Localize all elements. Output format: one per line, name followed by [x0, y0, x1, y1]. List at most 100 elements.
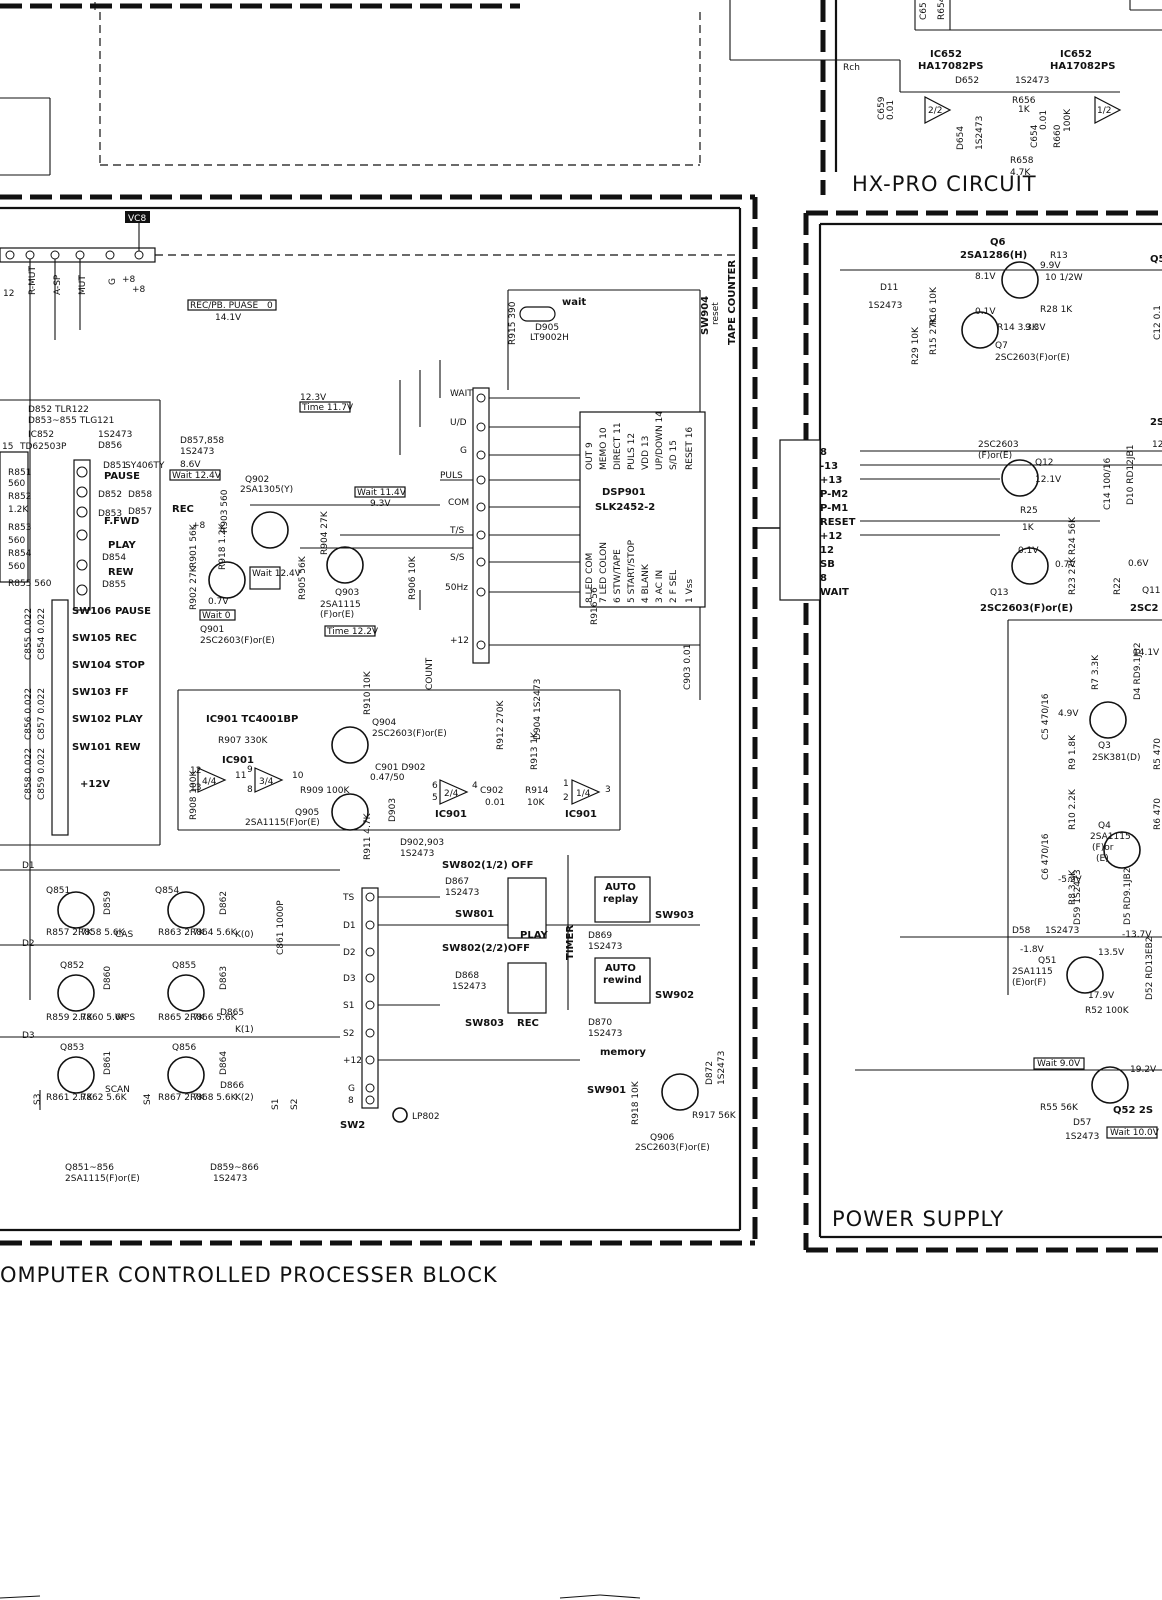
svg-text:R5 470: R5 470	[1153, 738, 1162, 770]
svg-text:S/D 15: S/D 15	[669, 440, 679, 470]
svg-text:0.01: 0.01	[886, 100, 896, 120]
svg-text:2S: 2S	[1150, 417, 1162, 428]
svg-text:R868 5.6K: R868 5.6K	[190, 1093, 238, 1103]
dsp901-chip: DSP901 SLK2452-2 OUT 9 MEMO 10 DIRECT 11…	[579, 411, 706, 625]
svg-text:2SA1115: 2SA1115	[320, 600, 361, 610]
svg-text:1S2473: 1S2473	[213, 1174, 247, 1184]
svg-text:10 1/2W: 10 1/2W	[1045, 273, 1083, 283]
processor-block-title: OMPUTER CONTROLLED PROCESSER BLOCK	[0, 1263, 498, 1287]
svg-text:P-M1: P-M1	[820, 503, 848, 514]
svg-text:SW803: SW803	[465, 1018, 504, 1029]
sw904-label: SW904	[700, 296, 711, 335]
svg-text:R865 2.7K: R865 2.7K	[158, 1013, 206, 1023]
svg-text:FF: FF	[115, 687, 129, 698]
svg-text:2SA1115: 2SA1115	[1012, 967, 1053, 977]
q904-transistor-icon	[331, 726, 369, 764]
svg-text:C854 0.022: C854 0.022	[37, 608, 47, 660]
svg-text:Wait 11.4V: Wait 11.4V	[357, 488, 407, 498]
lamp-lp802-icon	[392, 1107, 408, 1123]
svg-text:D58: D58	[1012, 926, 1031, 936]
svg-text:8: 8	[820, 573, 827, 584]
svg-text:9: 9	[247, 765, 253, 775]
dsp901-body	[579, 411, 706, 608]
svg-text:memory: memory	[600, 1047, 646, 1058]
svg-text:14.1V: 14.1V	[1133, 648, 1160, 658]
svg-text:12.3V: 12.3V	[300, 393, 327, 403]
svg-text:LP802: LP802	[412, 1112, 440, 1122]
top-left-region	[0, 2, 701, 176]
svg-text:Q851: Q851	[46, 886, 70, 896]
svg-text:D654: D654	[956, 126, 966, 150]
svg-text:R15 27K: R15 27K	[929, 316, 939, 355]
svg-text:8.6V: 8.6V	[180, 460, 201, 470]
svg-text:D1: D1	[343, 921, 356, 931]
svg-text:REC: REC	[115, 633, 137, 644]
svg-text:2SC2603(F)or(E): 2SC2603(F)or(E)	[980, 603, 1073, 614]
q7-transistor-icon	[961, 311, 999, 349]
svg-text:R909 100K: R909 100K	[300, 786, 350, 796]
svg-text:D857,858: D857,858	[180, 436, 224, 446]
svg-text:0.47/50: 0.47/50	[370, 773, 405, 783]
svg-text:7 LED COLON: 7 LED COLON	[599, 542, 609, 603]
svg-text:OUT 9: OUT 9	[585, 442, 595, 470]
svg-text:D902,903: D902,903	[400, 838, 444, 848]
svg-text:3: 3	[605, 785, 611, 795]
svg-text:8: 8	[348, 1096, 354, 1106]
svg-text:D859: D859	[103, 891, 113, 915]
svg-text:D855: D855	[102, 580, 126, 590]
svg-text:+12: +12	[820, 531, 842, 542]
svg-text:C65: C65	[919, 2, 929, 20]
svg-text:0.01: 0.01	[485, 798, 505, 808]
svg-text:Q12: Q12	[1035, 458, 1054, 468]
svg-text:Q856: Q856	[172, 1043, 197, 1053]
svg-text:R864 5.6K: R864 5.6K	[190, 928, 238, 938]
svg-text:R24 56K: R24 56K	[1068, 516, 1078, 555]
svg-text:1S2473: 1S2473	[717, 1051, 727, 1085]
svg-text:R901 56K: R901 56K	[189, 523, 199, 568]
svg-text:D853: D853	[98, 509, 122, 519]
svg-text:SCAN: SCAN	[105, 1085, 130, 1095]
svg-text:WPS: WPS	[115, 1013, 135, 1023]
svg-text:D904 1S2473: D904 1S2473	[533, 679, 543, 740]
svg-text:R903 560: R903 560	[220, 489, 230, 533]
svg-text:R7 3.3K: R7 3.3K	[1091, 654, 1101, 690]
key-matrix: D1 D2 D3 S3 S4 Q851 D859 R857 2.7K R858 …	[0, 861, 340, 1184]
svg-text:C858 0.022: C858 0.022	[24, 748, 34, 800]
svg-text:2: 2	[563, 793, 569, 803]
svg-text:Wait 12.4V: Wait 12.4V	[172, 471, 222, 481]
tape-counter-label: TAPE COUNTER	[727, 260, 738, 345]
svg-text:1/4: 1/4	[576, 789, 591, 799]
svg-text:D862: D862	[219, 891, 229, 915]
svg-text:6 STW/TAPE: 6 STW/TAPE	[613, 549, 623, 603]
svg-text:R904 27K: R904 27K	[320, 510, 330, 555]
svg-text:AUTO: AUTO	[605, 882, 636, 893]
svg-text:LT9002H: LT9002H	[530, 333, 569, 343]
svg-text:1S2473: 1S2473	[452, 982, 486, 992]
svg-text:14.1V: 14.1V	[215, 313, 242, 323]
svg-text:D852: D852	[98, 490, 122, 500]
svg-text:Q851~856: Q851~856	[65, 1163, 114, 1173]
svg-text:REC: REC	[172, 504, 194, 515]
svg-text:R660: R660	[1053, 124, 1063, 148]
svg-text:Wait 12.4V: Wait 12.4V	[252, 569, 302, 579]
svg-text:IC901: IC901	[435, 809, 467, 820]
svg-text:-1.8V: -1.8V	[1020, 945, 1045, 955]
svg-text:C659: C659	[877, 96, 887, 120]
svg-text:D870: D870	[588, 1018, 612, 1028]
svg-text:SW802(2/2)OFF: SW802(2/2)OFF	[442, 943, 530, 954]
svg-text:D903: D903	[388, 798, 398, 822]
svg-text:REW: REW	[115, 742, 141, 753]
sw2-body	[361, 887, 379, 1109]
svg-text:+13: +13	[820, 475, 842, 486]
wait-led-area: wait D905 LT9002H R915 390 SW904 reset	[507, 289, 721, 700]
bus-connector: WAIT U/D G PULS COM T/S S/S 50Hz +12 COU…	[299, 360, 700, 690]
svg-text:D860: D860	[103, 966, 113, 990]
sw2-connector: TS D1 D2 D3 S1 S2 +12 G 8 SW2 LP802	[340, 887, 700, 1131]
hx-pro-block: Rch IC652 HA17082PS IC652 HA17082PS D652…	[729, 0, 1162, 196]
gate-3-4-icon	[254, 767, 284, 793]
svg-text:C861 1000P: C861 1000P	[276, 900, 286, 955]
svg-text:TIMER: TIMER	[565, 925, 576, 960]
svg-text:0.7V: 0.7V	[208, 597, 229, 607]
svg-text:3 AC IN: 3 AC IN	[655, 570, 665, 603]
svg-text:+12: +12	[450, 636, 469, 646]
